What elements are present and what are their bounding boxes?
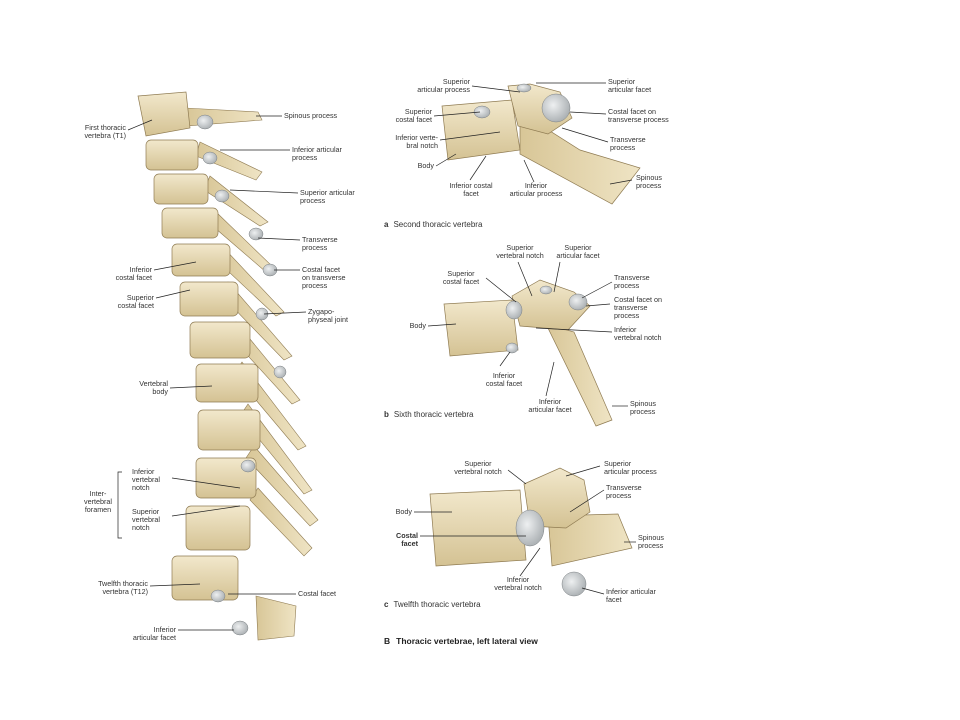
label-transverse-process: Transverse process — [302, 235, 338, 253]
label-superior-vertebral-notch: Superior vertebral notch — [132, 507, 160, 533]
b-label-inferior-vertebral-notch: Inferior vertebral notch — [614, 325, 662, 343]
figure-caption-text: Thoracic vertebrae, left lateral view — [396, 636, 538, 646]
c-label-costal-facet: Costal facet — [396, 531, 418, 549]
a-label-inferior-articular-process: Inferior articular process — [509, 181, 563, 199]
b-label-body: Body — [409, 321, 426, 330]
panel-a-drawing — [433, 82, 641, 205]
caption-b: b Sixth thoracic vertebra — [384, 410, 473, 419]
c-label-transverse-process: Transverse process — [606, 483, 642, 501]
label-costal-facet: Costal facet — [298, 589, 336, 598]
caption-c: c Twelfth thoracic vertebra — [384, 600, 481, 609]
b-label-superior-costal-facet: Superior costal facet — [442, 269, 480, 287]
caption-a-letter: a — [384, 220, 389, 229]
label-intervertebral-foramen: Inter- vertebral foramen — [84, 489, 112, 515]
label-twelfth-thoracic: Twelfth thoracic vertebra (T12) — [98, 579, 148, 597]
b-label-superior-articular-facet: Superior articular facet — [556, 243, 600, 261]
b-label-inferior-articular-facet: Inferior articular facet — [528, 397, 572, 415]
caption-a: a Second thoracic vertebra — [384, 220, 482, 229]
c-label-spinous-process: Spinous process — [638, 533, 664, 551]
label-first-thoracic: First thoracic vertebra (T1) — [84, 123, 126, 141]
c-label-superior-articular-process: Superior articular process — [604, 459, 657, 477]
c-label-superior-vertebral-notch: Superior vertebral notch — [454, 459, 502, 477]
b-label-transverse-process: Transverse process — [614, 273, 650, 291]
figure-caption-letter: B — [384, 636, 391, 646]
b-label-costal-facet-transverse: Costal facet on transverse process — [614, 295, 662, 321]
a-label-spinous-process: Spinous process — [636, 173, 662, 191]
caption-c-text: Twelfth thoracic vertebra — [393, 600, 481, 609]
figure-caption: B Thoracic vertebrae, left lateral view — [384, 636, 538, 646]
a-label-superior-articular-facet: Superior articular facet — [608, 77, 652, 95]
panel-a-leader-lines — [433, 82, 633, 185]
caption-a-text: Second thoracic vertebra — [393, 220, 483, 229]
label-vertebral-body: Vertebral body — [139, 379, 168, 397]
vertebral-column — [117, 91, 319, 641]
b-label-inferior-costal-facet: Inferior costal facet — [485, 371, 523, 389]
label-inferior-articular-process: Inferior articular process — [292, 145, 342, 163]
label-spinous-process: Spinous process — [284, 111, 338, 120]
panel-c-leader-lines — [414, 465, 636, 595]
label-superior-costal-facet: Superior costal facet — [117, 293, 154, 311]
a-label-superior-costal-facet: Superior costal facet — [395, 107, 432, 125]
a-label-costal-facet-transverse: Costal facet on transverse process — [608, 107, 669, 125]
a-label-transverse-process: Transverse process — [610, 135, 646, 153]
label-costal-facet-transverse: Costal facet on transverse process — [302, 265, 346, 291]
a-label-superior-articular-process: Superior articular process — [417, 77, 470, 95]
label-inferior-vertebral-notch: Inferior vertebral notch — [132, 467, 160, 493]
panel-b-leader-lines — [427, 261, 628, 407]
caption-c-letter: c — [384, 600, 389, 609]
c-label-inferior-articular-facet: Inferior articular facet — [606, 587, 656, 605]
b-label-spinous-process: Spinous process — [630, 399, 656, 417]
label-inferior-costal-facet: Inferior costal facet — [115, 265, 152, 283]
facet-cartilage — [196, 114, 287, 636]
c-label-body: Body — [395, 507, 412, 516]
a-label-inferior-costal-facet: Inferior costal facet — [449, 181, 493, 199]
panel-b-drawing — [427, 261, 628, 427]
a-label-inferior-vertebral-notch: Inferior verte- bral notch — [395, 133, 438, 151]
label-inferior-articular-facet: Inferior articular facet — [132, 625, 176, 643]
caption-b-letter: b — [384, 410, 389, 419]
spine-leader-lines — [117, 115, 307, 631]
a-label-body: Body — [417, 161, 434, 170]
caption-b-text: Sixth thoracic vertebra — [393, 410, 474, 419]
label-zygapophyseal-joint: Zygapo- physeal joint — [308, 307, 348, 325]
panel-c-drawing — [414, 465, 636, 597]
label-superior-articular-process: Superior articular process — [300, 188, 355, 206]
vertebral-bodies — [137, 91, 261, 601]
b-label-superior-vertebral-notch: Superior vertebral notch — [496, 243, 544, 261]
c-label-inferior-vertebral-notch: Inferior vertebral notch — [494, 575, 542, 593]
